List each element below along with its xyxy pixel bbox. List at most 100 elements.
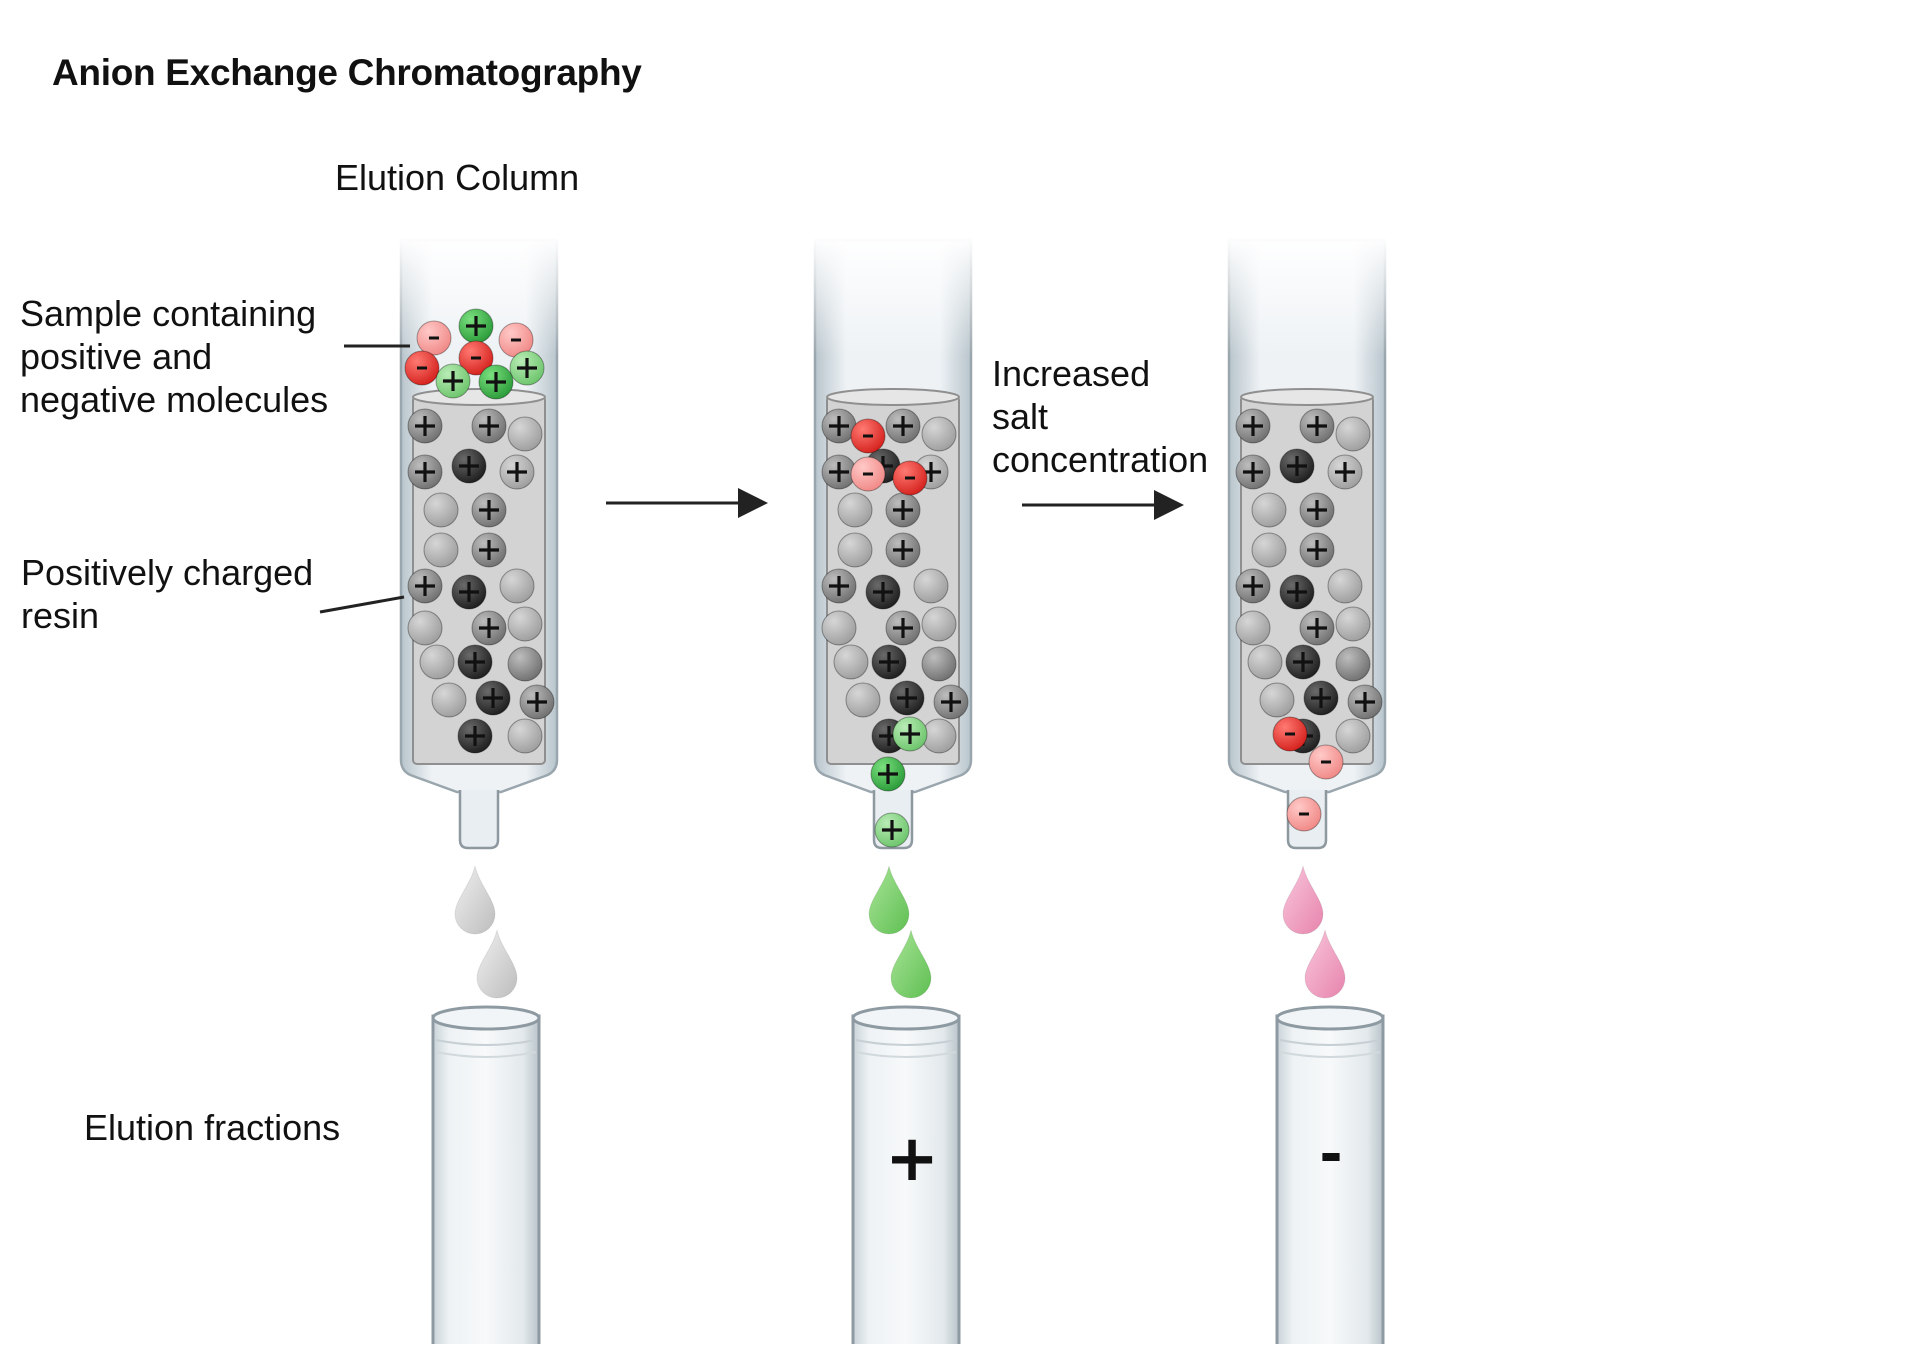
sample-label-line-1: Sample containing — [20, 293, 317, 334]
fraction-2-sign: + — [885, 1122, 939, 1196]
resin-bead-c3-6 — [1327, 454, 1363, 490]
sample-molecule-8 — [478, 364, 514, 400]
resin-bead-c1-18 — [457, 644, 493, 680]
resin-bead-c3-3 — [1335, 416, 1371, 452]
resin-bead-c3-18 — [1285, 644, 1321, 680]
sample-label-line-2: positive and — [20, 336, 213, 377]
resin-bead-c2-9 — [837, 532, 873, 568]
resin-bead-c1-13 — [499, 568, 535, 604]
resin-bead-c2-13 — [913, 568, 949, 604]
resin-bead-c3-14 — [1235, 610, 1271, 646]
column2-molecule-3 — [892, 460, 928, 496]
column2-molecule-4 — [892, 716, 928, 752]
sample-molecule-2 — [458, 308, 494, 344]
resin-bead-c1-4 — [407, 454, 443, 490]
resin-bead-c3-21 — [1303, 680, 1339, 716]
resin-bead-c2-8 — [885, 492, 921, 528]
column3-molecule-1 — [1272, 716, 1308, 752]
resin-bead-c2-17 — [833, 644, 869, 680]
resin-bead-c2-12 — [865, 574, 901, 610]
drop-1-b — [476, 929, 518, 999]
resin-leader-line — [319, 595, 405, 614]
collection-tube-3 — [1275, 1005, 1385, 1349]
resin-bead-c1-3 — [507, 416, 543, 452]
resin-label-line-2: resin — [21, 595, 100, 636]
resin-bead-c3-20 — [1259, 682, 1295, 718]
resin-bead-c1-16 — [507, 606, 543, 642]
resin-bead-c3-1 — [1235, 408, 1271, 444]
resin-bead-c1-2 — [471, 408, 507, 444]
resin-bead-c1-21 — [475, 680, 511, 716]
elution-fractions-label: Elution fractions — [84, 1107, 341, 1148]
resin-bead-c1-12 — [451, 574, 487, 610]
resin-bead-c3-13 — [1327, 568, 1363, 604]
column2-molecule-2 — [850, 456, 886, 492]
column2-molecule-1 — [850, 418, 886, 454]
resin-bead-c3-19 — [1335, 646, 1371, 682]
resin-bead-c1-19 — [507, 646, 543, 682]
resin-bead-c3-22 — [1347, 684, 1383, 720]
resin-bead-c2-15 — [885, 610, 921, 646]
resin-bead-c2-18 — [871, 644, 907, 680]
sample-molecule-6 — [509, 350, 545, 386]
resin-bead-c2-21 — [889, 680, 925, 716]
fraction-3-sign: - — [1319, 1122, 1343, 1187]
resin-bead-c3-16 — [1335, 606, 1371, 642]
resin-bead-c3-11 — [1235, 568, 1271, 604]
resin-bead-c2-11 — [821, 568, 857, 604]
resin-bead-c1-15 — [471, 610, 507, 646]
resin-bead-c2-14 — [821, 610, 857, 646]
sample-molecule-5 — [458, 340, 494, 376]
resin-bead-c1-10 — [471, 532, 507, 568]
sample-molecule-7 — [435, 363, 471, 399]
resin-bead-c3-12 — [1279, 574, 1315, 610]
column2-molecule-6 — [874, 812, 910, 848]
column-outlet — [458, 790, 500, 850]
resin-bead-c3-10 — [1299, 532, 1335, 568]
salt-label: Increased salt concentration — [992, 352, 1208, 481]
resin-bead-c1-20 — [431, 682, 467, 718]
resin-bead-c2-1 — [821, 408, 857, 444]
salt-label-line-2: salt — [992, 396, 1049, 437]
resin-bead-c1-6 — [499, 454, 535, 490]
collection-tube-1 — [431, 1005, 541, 1349]
resin-bead-c2-7 — [837, 492, 873, 528]
drop-1-a — [454, 865, 496, 935]
elution-column-label: Elution Column — [335, 157, 580, 198]
resin-bead-c2-2 — [885, 408, 921, 444]
resin-bead-c3-5 — [1279, 448, 1315, 484]
resin-bead-c3-15 — [1299, 610, 1335, 646]
resin-label: Positively charged resin — [21, 551, 313, 637]
resin-bead-c1-1 — [407, 408, 443, 444]
resin-bead-c1-11 — [407, 568, 443, 604]
resin-bead-c1-24 — [507, 718, 543, 754]
resin-bead-c3-17 — [1247, 644, 1283, 680]
column3-molecule-2 — [1308, 744, 1344, 780]
salt-label-line-1: Increased — [992, 353, 1151, 394]
resin-bead-c1-23 — [457, 718, 493, 754]
resin-bead-c2-16 — [921, 606, 957, 642]
column2-molecule-5 — [870, 756, 906, 792]
resin-label-line-1: Positively charged — [21, 552, 314, 593]
drop-2-b — [890, 929, 932, 999]
sample-molecule-1 — [416, 320, 452, 356]
drop-3-b — [1304, 929, 1346, 999]
resin-bead-c3-8 — [1299, 492, 1335, 528]
sample-molecule-4 — [404, 350, 440, 386]
resin-bead-c2-22 — [933, 684, 969, 720]
resin-bead-c1-8 — [471, 492, 507, 528]
sample-label-line-3: negative molecules — [20, 379, 329, 420]
resin-bead-c3-9 — [1251, 532, 1287, 568]
resin-bead-c2-20 — [845, 682, 881, 718]
resin-bead-c1-9 — [423, 532, 459, 568]
resin-bead-c3-7 — [1251, 492, 1287, 528]
resin-bead-c3-24 — [1335, 718, 1371, 754]
resin-bead-c2-19 — [921, 646, 957, 682]
salt-label-line-3: concentration — [992, 439, 1209, 480]
page-title: Anion Exchange Chromatography — [52, 52, 642, 93]
resin-bead-c1-22 — [519, 684, 555, 720]
resin-bead-c3-4 — [1235, 454, 1271, 490]
resin-bead-c1-5 — [451, 448, 487, 484]
